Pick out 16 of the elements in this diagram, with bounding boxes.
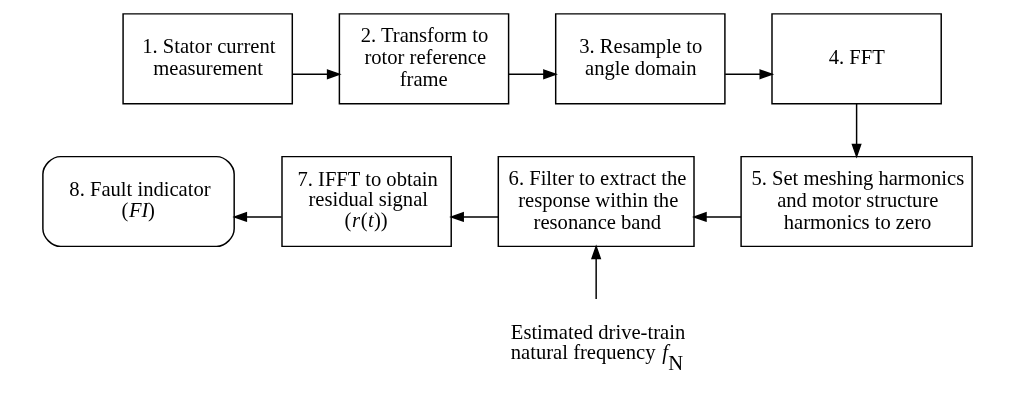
node-box: 3. Resample to angle domain: [554, 13, 726, 105]
arrow: [232, 211, 283, 223]
node-box: 6. Filter to extract the response within the resonance band: [497, 155, 695, 248]
node-box: 4. FFT: [771, 13, 942, 105]
arrow: [508, 69, 558, 80]
arrow: [692, 211, 742, 223]
node-box: 8. Fault indicator (FI): [42, 155, 235, 248]
arrow: [724, 69, 775, 80]
node-box: 2. Transform to rotor reference frame: [338, 13, 510, 105]
arrow: [291, 69, 342, 80]
node-box: 1. Stator current measurement: [122, 13, 294, 105]
node-box: 7. IFFT to obtain residual signal (r(t)): [281, 155, 452, 248]
arrow: [851, 103, 862, 159]
arrow: [449, 211, 499, 223]
node-box: 5. Set meshing harmonics and motor structure harmonics to zero: [740, 155, 973, 248]
arrow: [591, 244, 602, 300]
